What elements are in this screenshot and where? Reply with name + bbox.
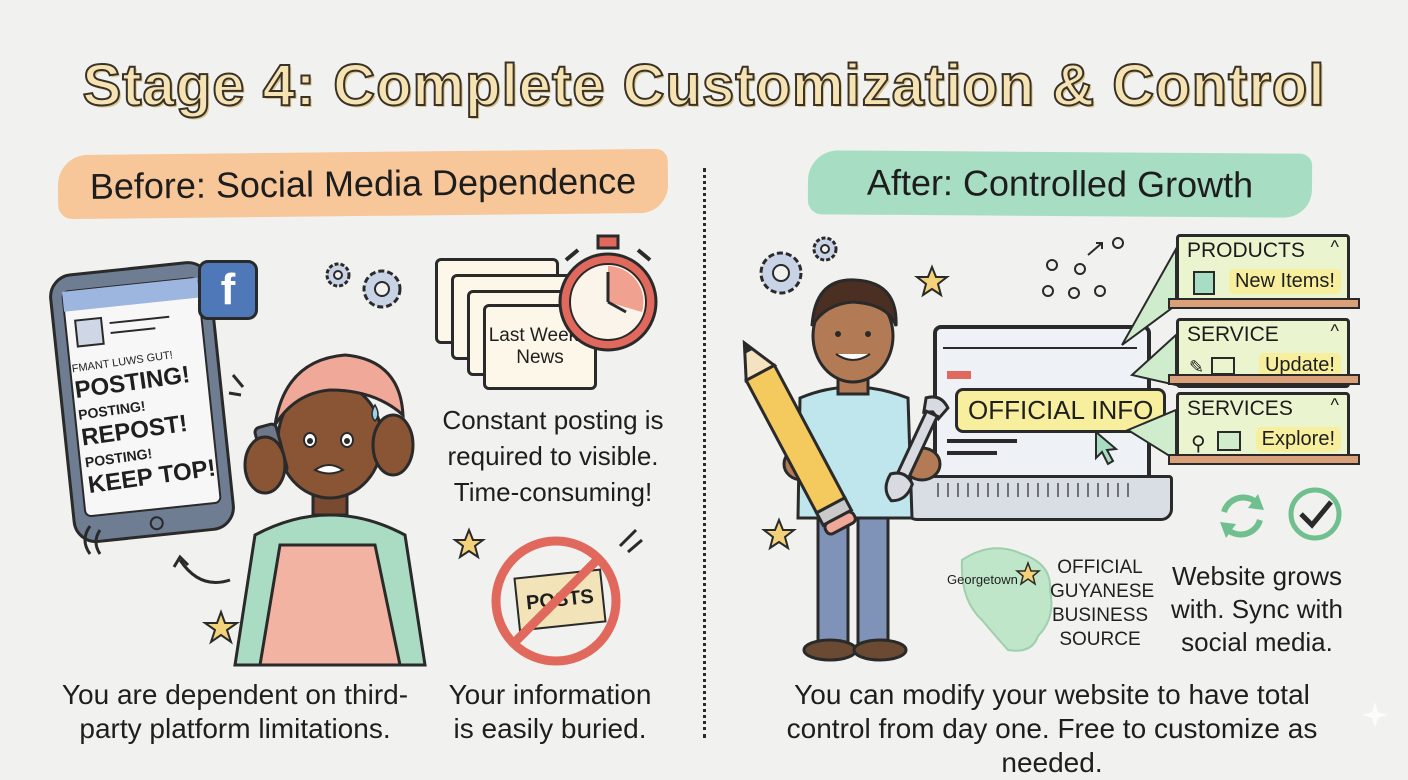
star-marker-icon [1014,560,1042,586]
stress-lines-icon [83,525,102,555]
phone-frame [49,261,235,544]
posting-text: Constant posting is required to visible.… [442,405,664,507]
news-stack: Last Week's News [435,258,605,390]
star-icon [452,527,486,560]
gear-icon [759,236,838,295]
section-label: SERVICES [1187,397,1293,420]
star-icon [914,264,950,298]
shelf [1168,454,1360,465]
checkmark-icon [1288,487,1342,541]
section-card-services[interactable]: SERVICES ^ ⚲ Explore! [1176,392,1350,462]
facebook-icon: f [198,260,258,320]
star-icon [201,609,241,645]
chevron-up-icon: ^ [1330,321,1339,341]
official-info-banner: OFFICIAL INFO [955,388,1167,433]
star-icon [761,517,797,551]
page-title: Stage 4: Complete Customization & Contro… [82,52,1326,119]
pencil-icon [742,339,857,536]
chevron-up-icon: ^ [1330,395,1339,415]
stressed-woman-illustration [233,353,427,667]
phone-illustration: FMANT LUWS GUT! POSTING! POSTING! REPOST… [48,261,238,544]
image-icon [1217,431,1241,451]
map-city-label: Georgetown [947,572,1018,587]
callout-connectors [1121,245,1177,462]
search-icon: ⚲ [1191,433,1206,455]
stopwatch-icon [558,234,658,352]
tools-icon: ✎ [1189,357,1205,377]
chevron-up-icon: ^ [1330,237,1339,257]
section-tag: New Items! [1228,269,1341,294]
before-heading: Before: Social Media Dependence [57,148,669,220]
sync-icon [1220,494,1264,538]
grows-text: Website grows with. Sync with social med… [1171,561,1343,657]
mail-icon [1211,357,1235,375]
section-card-products[interactable]: PRODUCTS ^ New Items! [1176,234,1350,304]
section-tag: Update! [1258,353,1341,378]
center-divider [703,168,706,738]
alert-lines-icon [618,528,643,554]
caption-buried: Your information is easily buried. [448,679,652,744]
no-posts-sign: POSTS [488,533,624,669]
section-tag: Explore! [1255,427,1341,452]
network-dots-icon [1042,237,1124,299]
shelf [1168,374,1360,385]
official-source-text: OFFICIAL GUYANESE BUSINESS SOURCE [1050,557,1155,650]
section-label: SERVICE [1187,323,1279,346]
cursor-icon [1095,429,1119,466]
prohibited-icon [491,536,621,666]
section-label: PRODUCTS [1187,239,1305,262]
shelf [1168,298,1360,309]
gear-icon [325,262,402,309]
stress-lines-icon [228,374,245,397]
facebook-glyph: f [220,265,236,314]
caption-dependence: You are dependent on third-party platfor… [61,679,409,744]
sparkle-icon [1362,702,1388,728]
shopping-bag-icon [1193,271,1215,295]
laptop-base [905,475,1173,521]
news-card-label: Last Week's News [488,325,592,368]
after-heading: After: Controlled Growth [807,150,1313,218]
caption-control: You can modify your website to have tota… [786,679,1318,778]
man-with-tools-illustration [782,278,942,662]
wrench-icon [884,395,950,503]
curved-arrow-icon [172,554,231,584]
